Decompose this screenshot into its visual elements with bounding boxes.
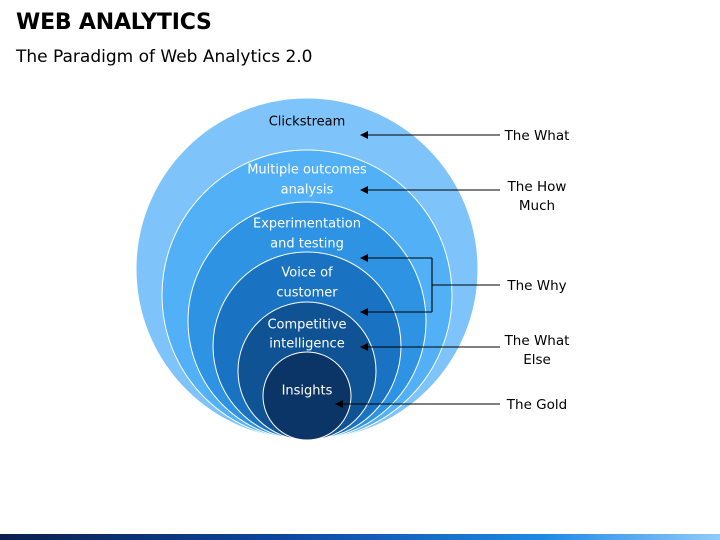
layer-label-3-line-1: Experimentation <box>253 217 361 232</box>
circles-group <box>135 97 479 441</box>
layer-label-5-line-1: Competitive <box>267 318 346 333</box>
layer-label-5-line-2: intelligence <box>269 337 344 352</box>
layer-label-4-line-2: customer <box>276 286 338 301</box>
side-label-3-line-1: The Why <box>506 278 566 294</box>
layer-label-2-line-2: analysis <box>281 183 334 198</box>
side-label-1-line-1: The What <box>504 128 570 144</box>
layer-label-3-line-2: and testing <box>270 237 344 252</box>
layer-label-6-line-1: Insights <box>282 384 333 399</box>
layer-circle-6 <box>262 351 352 441</box>
page-title: WEB ANALYTICS <box>16 10 212 35</box>
side-label-4-line-2: Else <box>523 352 551 368</box>
side-label-2-line-1: The How <box>507 179 567 195</box>
layer-label-2-line-1: Multiple outcomes <box>247 163 367 178</box>
connectors-group <box>335 131 500 408</box>
side-label-4-line-1: The What <box>504 333 570 349</box>
layer-label-1-line-1: Clickstream <box>269 115 346 130</box>
page-subtitle: The Paradigm of Web Analytics 2.0 <box>16 47 313 67</box>
side-label-2-line-2: Much <box>519 198 555 214</box>
footer-bar <box>0 534 720 540</box>
layer-label-4-line-1: Voice of <box>281 266 333 281</box>
side-label-5-line-1: The Gold <box>506 397 567 413</box>
